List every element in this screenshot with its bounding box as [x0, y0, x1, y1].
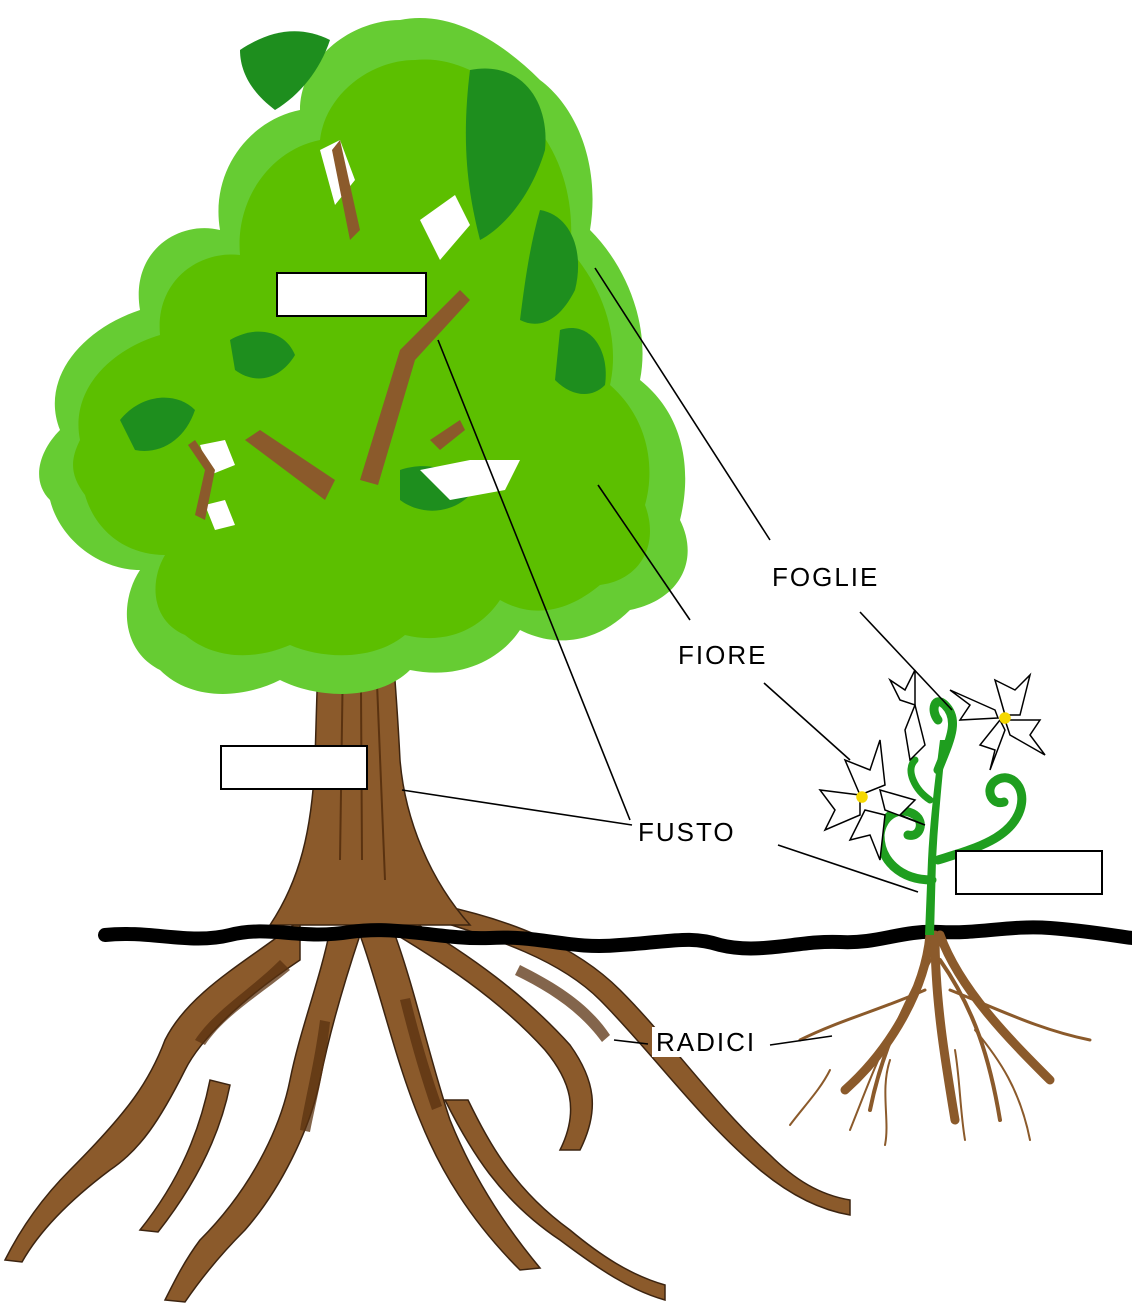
lily-roots: [790, 935, 1090, 1145]
blank-box-lily[interactable]: [955, 850, 1103, 895]
label-foglie: FOGLIE: [768, 562, 883, 592]
label-fiore: FIORE: [674, 640, 771, 670]
blank-box-trunk[interactable]: [220, 745, 368, 790]
blank-box-canopy[interactable]: [276, 272, 427, 317]
ground-line: [105, 927, 1132, 948]
label-radici: RADICI: [652, 1027, 760, 1057]
lily-flower-right: [950, 675, 1045, 770]
tree-roots: [5, 905, 850, 1302]
lily-plant: [820, 670, 1045, 935]
lily-flower-top: [890, 670, 925, 760]
label-fusto: FUSTO: [634, 817, 740, 847]
leader-fusto-trunk: [402, 790, 632, 825]
tree-canopy: [39, 18, 688, 694]
leader-fiore-lily: [764, 683, 850, 760]
leader-radici-lily: [770, 1036, 832, 1045]
